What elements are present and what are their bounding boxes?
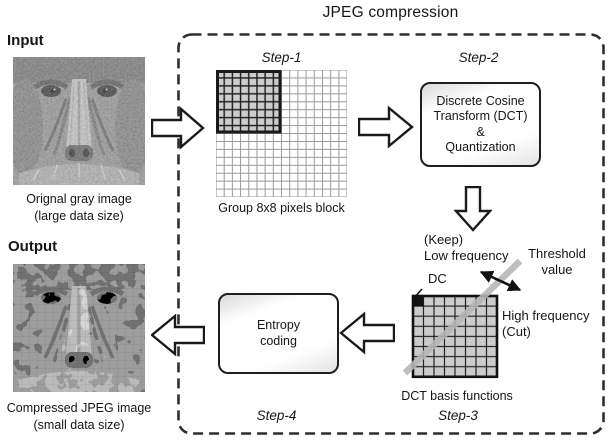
compression-boundary-box <box>177 33 605 435</box>
entropy-coding-box: Entropy coding <box>218 293 339 374</box>
cut-annotation: High frequency (Cut) <box>502 308 589 339</box>
keep-line1: (Keep) <box>424 232 464 247</box>
input-caption: Orignal gray image (large data size) <box>3 191 155 224</box>
keep-annotation: (Keep) Low frequency <box>424 232 509 263</box>
output-caption-line2: (small data size) <box>33 417 125 432</box>
output-caption-line1: Compressed JPEG image <box>6 401 152 415</box>
dct-box-line3: & <box>476 124 485 139</box>
entropy-box-line2: coding <box>260 333 297 348</box>
cut-line1: High frequency <box>502 308 590 323</box>
dct-basis-grid <box>402 258 523 379</box>
input-label: Input <box>7 32 44 49</box>
keep-line2: Low frequency <box>424 247 509 263</box>
output-label: Output <box>8 238 58 255</box>
step3-to-step4-arrow-icon <box>339 311 395 355</box>
dct-box-line2: Transform (DCT) <box>433 109 528 123</box>
step3-label: Step-3 <box>438 408 478 423</box>
step3-caption: DCT basis functions <box>401 389 513 403</box>
diagram-title: JPEG compression <box>322 4 459 21</box>
dc-pointer-line <box>413 288 423 299</box>
step4-label: Step-4 <box>256 408 297 423</box>
input-caption-line2: (large data size) <box>34 208 124 223</box>
dc-label: DC <box>428 271 447 286</box>
threshold-double-arrow-icon <box>479 270 522 292</box>
step1-to-step2-arrow-icon <box>358 105 414 149</box>
step1-caption: Group 8x8 pixels block <box>218 201 345 215</box>
step2-to-step3-arrow-icon <box>454 186 492 232</box>
input-image <box>13 57 145 185</box>
step2-label: Step-2 <box>458 50 499 65</box>
threshold-line1: Threshold <box>528 246 586 261</box>
dct-box-line4: Quantization <box>445 140 516 154</box>
dct-quantization-box: Discrete Cosine Transform (DCT) & Quanti… <box>420 82 541 167</box>
threshold-line2: value <box>541 261 573 277</box>
input-caption-line1: Orignal gray image <box>26 192 132 206</box>
step1-label: Step-1 <box>261 50 302 65</box>
input-to-step1-arrow-icon <box>151 106 205 150</box>
threshold-annotation: Threshold value <box>516 246 598 277</box>
step4-to-output-arrow-icon <box>151 313 205 357</box>
output-image <box>13 264 145 392</box>
output-caption: Compressed JPEG image (small data size) <box>0 400 158 433</box>
pixel-grid <box>216 70 347 197</box>
dct-box-line1: Discrete Cosine <box>436 93 525 108</box>
entropy-box-line1: Entropy <box>256 318 301 332</box>
cut-line2: (Cut) <box>502 323 531 339</box>
dc-cell <box>413 296 424 307</box>
